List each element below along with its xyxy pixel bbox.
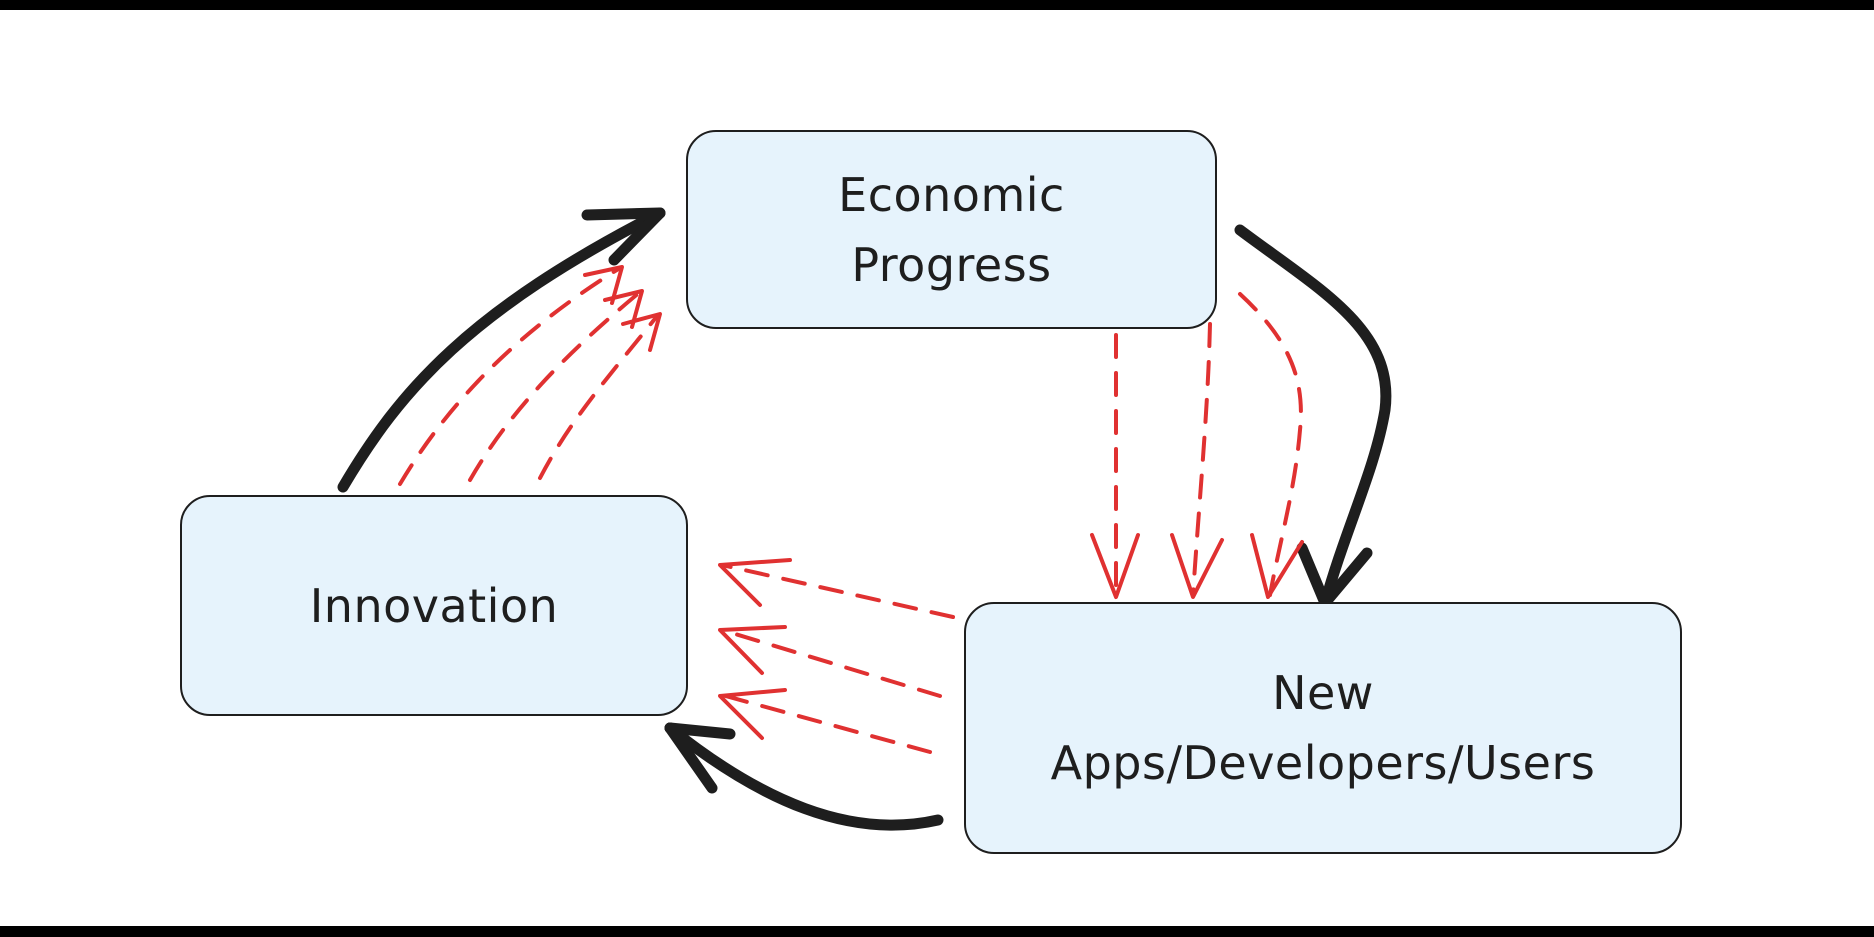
diagram-canvas: Economic Progress Innovation New Apps/De… [0,10,1874,926]
arrows-innovation-to-economic-dashed [398,266,660,486]
node-innovation-label: Innovation [309,578,559,633]
arrow-new-to-innovation-solid [664,722,944,831]
arrowheads-economic-to-new [1090,533,1304,599]
arrowheads-innovation-to-economic [583,265,662,352]
node-economic-progress[interactable]: Economic Progress [686,130,1217,329]
node-innovation[interactable]: Innovation [180,495,688,716]
arrows-new-to-innovation-dashed [720,563,955,754]
node-new-apps-label: New Apps/Developers/Users [1050,666,1596,790]
arrow-innovation-to-economic-solid [337,207,666,493]
arrowheads-new-to-innovation [718,558,792,740]
node-new-apps-developers-users[interactable]: New Apps/Developers/Users [964,602,1682,854]
arrow-economic-to-new-solid [1234,224,1392,609]
arrows-layer [337,207,1392,831]
node-economic-progress-label: Economic Progress [838,167,1065,292]
arrows-economic-to-new-dashed [1114,292,1303,597]
